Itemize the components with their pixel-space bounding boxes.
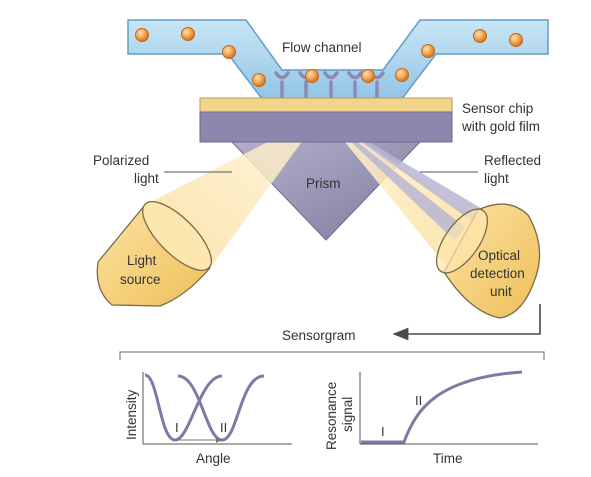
analyte-particle [509,33,523,47]
receptor [323,71,339,100]
analyte-particle [473,29,487,43]
plot-right-ylabel-line1: Resonance [324,382,339,450]
plot-left-marker-1: I [175,420,179,435]
optical-detection-unit: Optical detection unit [435,203,541,319]
detector-label-line1: Optical [478,248,520,263]
reflected-ray [322,114,466,240]
analyte-particle [181,27,195,41]
detector-label-line3: unit [490,284,512,299]
reflected-beam [322,114,478,268]
plot-intensity-angle: I II Intensity Angle [124,372,292,466]
sensor-chip-label-line1: Sensor chip [462,101,533,116]
sensor-chip [199,97,453,143]
polarized-light-label-line1: Polarized [93,153,149,168]
gold-film [199,97,453,113]
analyte-particles [135,27,523,87]
sensor-chip-label-line2: with gold film [461,119,540,134]
reflected-light-label-line1: Reflected [484,153,541,168]
plot-resonance-time: I II Resonance signal Time [324,370,538,466]
analyte-particle [395,68,409,82]
reflected-light-label-line2: light [484,171,509,186]
detector-label-line2: detection [470,266,525,281]
analyte-particle [222,45,236,59]
analyte-particle [305,69,319,83]
light-source-body [96,204,211,307]
plot-right-ylabel-line2: signal [340,397,355,432]
plot-right-xlabel: Time [433,451,463,466]
plot-left-ylabel: Intensity [124,389,139,440]
flow-channel-label: Flow channel [282,40,362,55]
plot-right-marker-1: I [381,424,385,439]
plot-left-marker-2: II [220,420,227,435]
analyte-particle [421,44,435,58]
light-source-label-line1: Light [127,253,157,268]
curve-I [144,373,223,442]
light-source-label-line2: source [120,272,161,287]
sensorgram-bracket [119,351,545,360]
analyte-particle [252,73,266,87]
shift-arrow-head [216,437,222,443]
detector-aperture [435,208,489,274]
chip-base [199,111,453,143]
analyte-particle [135,28,149,42]
light-source-aperture [142,201,212,271]
sensorgram-arrow [392,304,541,341]
plot-right-marker-2: II [415,393,422,408]
analyte-particle [361,69,375,83]
polarized-light-label-line2: light [134,171,159,186]
light-source: Light source [96,201,212,307]
prism-label: Prism [306,176,341,191]
receptor [347,71,363,100]
plot-left-xlabel: Angle [196,451,231,466]
resonance-curve [361,370,523,444]
receptor [274,71,290,100]
sensorgram-label: Sensorgram [282,328,356,343]
